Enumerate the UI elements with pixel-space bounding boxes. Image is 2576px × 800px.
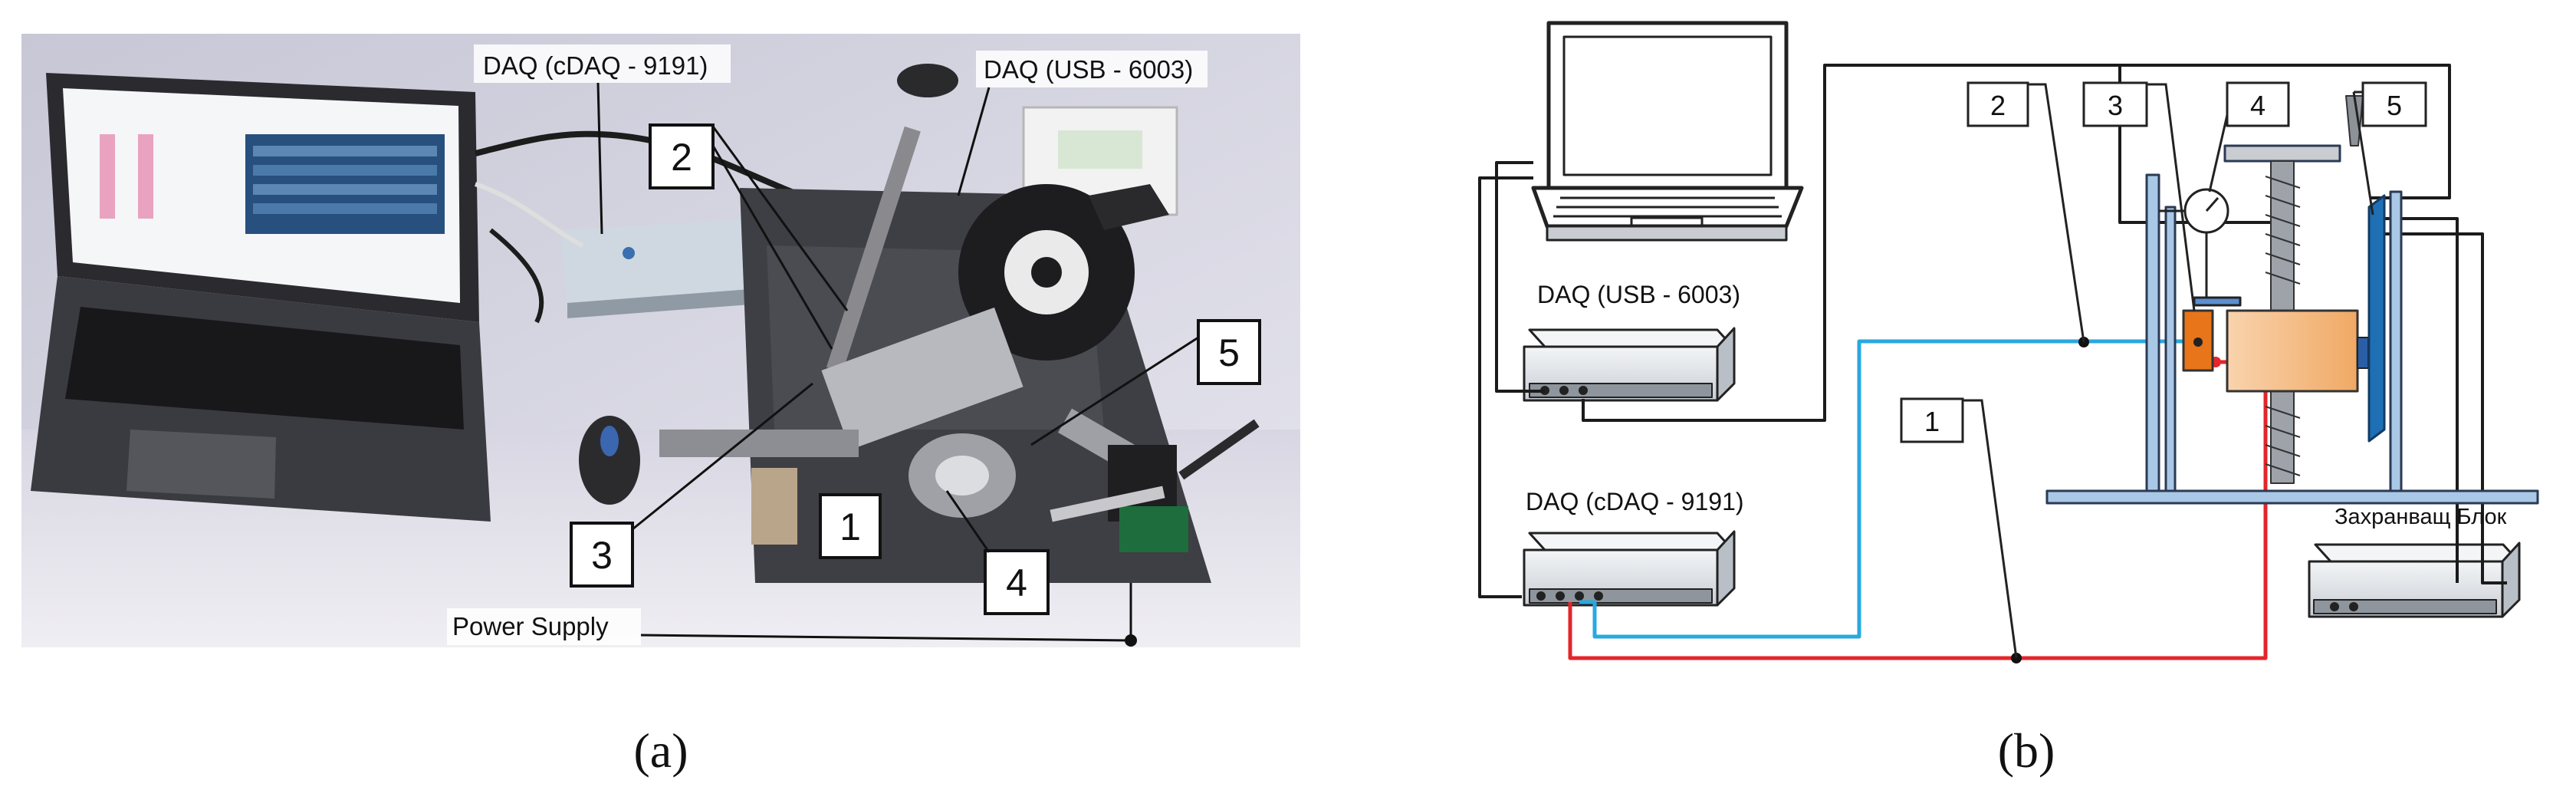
laptop-photo [31,73,491,522]
laptop-icon [1531,21,1804,242]
label-storage-block: Захранващ Блок [2334,505,2507,529]
callout-box-4b [2226,81,2290,127]
blue-plate [2367,194,2386,443]
storage-block-box [2308,542,2521,618]
label-power-supply-a: Power Supply [452,612,609,640]
callout-box-2a [649,123,715,189]
callout-label-4b: 4 [2250,90,2266,121]
callout-box-5b [2361,81,2427,127]
callout-label-2b: 2 [1990,90,2006,121]
blue-wire [1579,339,2196,639]
callout-box-1a [819,493,882,559]
caption-b: (b) [1998,723,2055,778]
rig-frame [2045,144,2539,505]
workpiece-block [2226,309,2359,393]
label-daq-cdaq-a: DAQ (cDAQ - 9191) [483,51,708,80]
callout-label-3a: 3 [591,534,613,577]
label-daq-usb-a: DAQ (USB - 6003) [984,55,1193,84]
callout-box-1b [1900,397,1964,443]
daq-cdaq-box [1523,530,1736,607]
callout-label-1b: 1 [1924,406,1940,437]
callout-label-1a: 1 [840,505,861,548]
callout-label-5a: 5 [1218,331,1240,374]
callout-label-5b: 5 [2387,90,2402,121]
callout-box-3a [570,522,634,588]
callout-box-3b [2082,81,2148,127]
cdaq-device-photo [560,219,770,318]
caption-a: (a) [633,723,688,778]
daq-usb-box [1523,327,1736,402]
callout-label-3b: 3 [2108,90,2123,121]
mouse-photo [579,416,640,505]
callout-box-4a [984,549,1050,615]
panel-b-schematic [1478,21,2539,663]
handwheel-photo [958,184,1135,360]
callout-label-2a: 2 [671,136,692,179]
panel-b-annotations: DAQ (USB - 6003) DAQ (cDAQ - 9191) Захра… [1526,81,2507,659]
label-daq-cdaq-b: DAQ (cDAQ - 9191) [1526,488,1744,515]
panel-a-annotations: 2 5 3 1 4 DAQ (cDAQ - 9191) DAQ (USB - 6… [447,44,1261,647]
label-daq-usb-b: DAQ (USB - 6003) [1537,281,1740,308]
callout-label-4a: 4 [1006,561,1027,604]
callout-box-2b [1967,81,2029,127]
callout-box-5a [1197,319,1261,385]
